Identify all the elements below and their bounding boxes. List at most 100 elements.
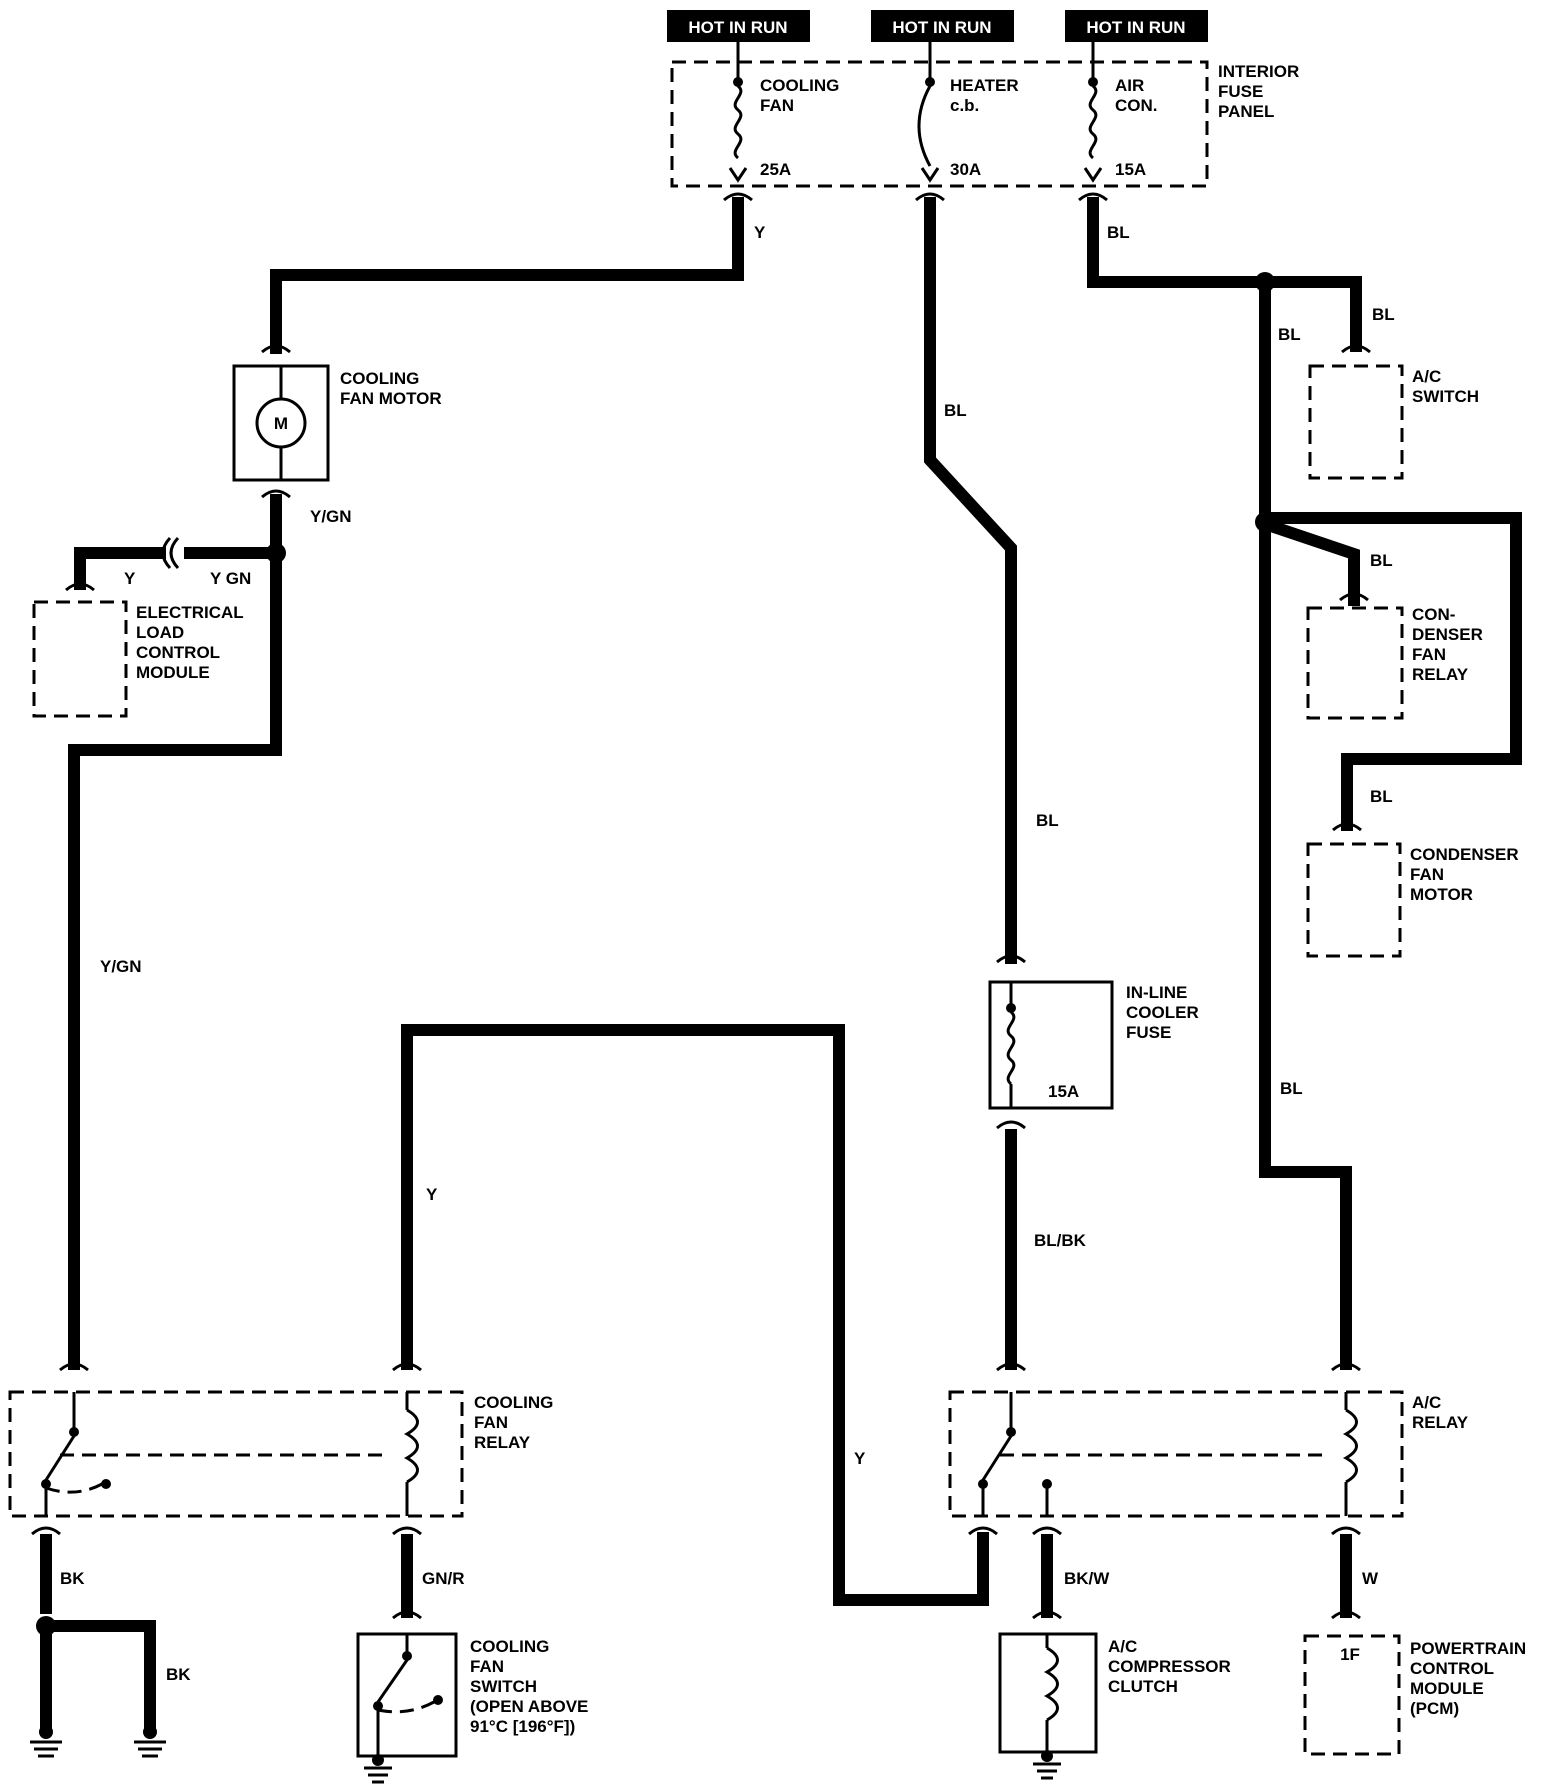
pcm-label-3: MODULE bbox=[1410, 1679, 1484, 1698]
hot-in-run-box-2 bbox=[871, 10, 1014, 42]
ground-icon bbox=[134, 1725, 166, 1758]
wire-label-ygn-long: Y/GN bbox=[100, 957, 142, 976]
ac-switch-label-2: SWITCH bbox=[1412, 387, 1479, 406]
cooling-fan-motor-label-2: FAN MOTOR bbox=[340, 389, 442, 408]
electrical-load-control-module: ELECTRICAL LOAD CONTROL MODULE bbox=[32, 582, 244, 718]
condenser-fan-relay-label-1: CON- bbox=[1412, 605, 1455, 624]
hot-in-run-box-3 bbox=[1065, 10, 1208, 42]
ac-relay-box bbox=[948, 1390, 1404, 1518]
cooling-fan-relay-label-1: COOLING bbox=[474, 1393, 553, 1412]
pcm-label-4: (PCM) bbox=[1410, 1699, 1459, 1718]
wire-label-bkw: BK/W bbox=[1064, 1569, 1110, 1588]
wire-label-bl-cond-motor: BL bbox=[1370, 787, 1393, 806]
motor-symbol: M bbox=[274, 414, 288, 433]
relay-coil-icon bbox=[1342, 1408, 1358, 1484]
fuse-icon bbox=[1006, 1010, 1016, 1086]
fuse-panel-title-line-1: INTERIOR bbox=[1218, 62, 1299, 81]
fuse-panel-outline bbox=[670, 60, 1209, 188]
condenser-fan-relay-label-4: RELAY bbox=[1412, 665, 1469, 684]
condenser-fan-relay-label-3: FAN bbox=[1412, 645, 1446, 664]
hot-in-run-label-2: HOT IN RUN bbox=[892, 18, 991, 37]
cooling-fan-motor: M COOLING FAN MOTOR bbox=[232, 344, 442, 499]
wire-label-ygn-elcm: Y GN bbox=[210, 569, 251, 588]
hot-in-run-label-1: HOT IN RUN bbox=[688, 18, 787, 37]
wire-bl-ac-relay bbox=[1259, 276, 1352, 1370]
ground-icon bbox=[364, 1754, 392, 1784]
pcm-label-2: CONTROL bbox=[1410, 1659, 1494, 1678]
relay-coil-icon bbox=[403, 1408, 419, 1484]
wire-bl-condenser-motor bbox=[1259, 512, 1522, 831]
wire-label-ygn-motor: Y/GN bbox=[310, 507, 352, 526]
cooling-fan-switch-label-4: (OPEN ABOVE bbox=[470, 1697, 588, 1716]
wire-label-bl-relay: BL bbox=[1370, 551, 1393, 570]
fuse-1-name-line-2: FAN bbox=[760, 96, 794, 115]
cooling-fan-switch-label-2: FAN bbox=[470, 1657, 504, 1676]
cooling-fan-switch-label-3: SWITCH bbox=[470, 1677, 537, 1696]
cooling-fan-relay-label-3: RELAY bbox=[474, 1433, 531, 1452]
wire-label-blbk: BL/BK bbox=[1034, 1231, 1087, 1250]
elcm-box bbox=[32, 600, 128, 718]
inline-fuse-rating: 15A bbox=[1048, 1082, 1079, 1101]
elcm-label-1: ELECTRICAL bbox=[136, 603, 244, 622]
elcm-label-4: MODULE bbox=[136, 663, 210, 682]
pcm-label-1: POWERTRAIN bbox=[1410, 1639, 1526, 1658]
hot-in-run-labels: HOT IN RUN HOT IN RUN HOT IN RUN bbox=[667, 10, 1208, 42]
cooling-fan-switch-label-5: 91°C [196°F]) bbox=[470, 1717, 575, 1736]
fuse-3-rating: 15A bbox=[1115, 160, 1146, 179]
elcm-label-2: LOAD bbox=[136, 623, 184, 642]
wires bbox=[36, 192, 1522, 1731]
wire-label-bl-right-1: BL bbox=[1278, 325, 1301, 344]
cooling-fan-relay-label-2: FAN bbox=[474, 1413, 508, 1432]
ground-icon bbox=[30, 1725, 62, 1758]
fuse-1-rating: 25A bbox=[760, 160, 791, 179]
inline-fuse-label-1: IN-LINE bbox=[1126, 983, 1187, 1002]
wire-label-bl-center-1: BL bbox=[944, 401, 967, 420]
switch-icon bbox=[376, 1659, 409, 1703]
ac-relay-label-1: A/C bbox=[1412, 1393, 1441, 1412]
fuse-3-name-line-1: AIR bbox=[1115, 76, 1144, 95]
connector-icon bbox=[915, 192, 945, 202]
connector-icon bbox=[1078, 192, 1108, 202]
wire-y-loop bbox=[401, 1024, 989, 1606]
ac-switch: A/C SWITCH bbox=[1308, 344, 1479, 480]
inline-cooler-fuse: 15A IN-LINE COOLER FUSE bbox=[988, 954, 1199, 1130]
ac-compressor-clutch-label-2: COMPRESSOR bbox=[1108, 1657, 1231, 1676]
fuse-3-name-line-2: CON. bbox=[1115, 96, 1158, 115]
relay-switch-icon bbox=[981, 1435, 1013, 1481]
connector-icon bbox=[169, 536, 180, 570]
wire-label-y-elcm: Y bbox=[124, 569, 136, 588]
wire-label-bk-2: BK bbox=[166, 1665, 191, 1684]
wire-label-bl-right-2: BL bbox=[1280, 1079, 1303, 1098]
cooling-fan-motor-label-1: COOLING bbox=[340, 369, 419, 388]
wire-label-gnr: GN/R bbox=[422, 1569, 465, 1588]
inline-fuse-label-2: COOLER bbox=[1126, 1003, 1199, 1022]
air-con-fuse-icon bbox=[1083, 42, 1103, 183]
powertrain-control-module: 1F POWERTRAIN CONTROL MODULE (PCM) bbox=[1303, 1610, 1526, 1756]
pcm-box bbox=[1303, 1634, 1401, 1756]
ac-switch-box bbox=[1308, 364, 1404, 480]
hot-in-run-label-3: HOT IN RUN bbox=[1086, 18, 1185, 37]
cooling-fan-fuse-icon bbox=[728, 42, 748, 183]
wire-bk-2 bbox=[40, 1620, 156, 1731]
fuse-2-name-line-2: c.b. bbox=[950, 96, 979, 115]
inline-fuse-label-3: FUSE bbox=[1126, 1023, 1171, 1042]
cooling-fan-switch-label-1: COOLING bbox=[470, 1637, 549, 1656]
wire-bl-ac-switch bbox=[1087, 197, 1362, 352]
relay-switch-icon bbox=[44, 1435, 76, 1481]
wire-y-cooling-fan bbox=[270, 197, 744, 354]
heater-circuit-breaker-icon bbox=[917, 42, 940, 183]
ac-compressor-clutch-label-3: CLUTCH bbox=[1108, 1677, 1178, 1696]
wire-y-elcm bbox=[74, 547, 166, 590]
splice-dot bbox=[1255, 272, 1275, 292]
cooling-fan-relay: COOLING FAN RELAY bbox=[8, 1362, 553, 1536]
ac-relay: A/C RELAY bbox=[948, 1362, 1469, 1536]
wire-label-y-top: Y bbox=[754, 223, 766, 242]
wire-label-bk-1: BK bbox=[60, 1569, 85, 1588]
ac-switch-label-1: A/C bbox=[1412, 367, 1441, 386]
wire-bl-inline-fuse bbox=[924, 197, 1017, 964]
clutch-coil-icon bbox=[1043, 1646, 1059, 1722]
ac-compressor-clutch: A/C COMPRESSOR CLUTCH bbox=[998, 1610, 1231, 1780]
ac-relay-label-2: RELAY bbox=[1412, 1413, 1469, 1432]
condenser-fan-relay-box bbox=[1306, 606, 1404, 720]
